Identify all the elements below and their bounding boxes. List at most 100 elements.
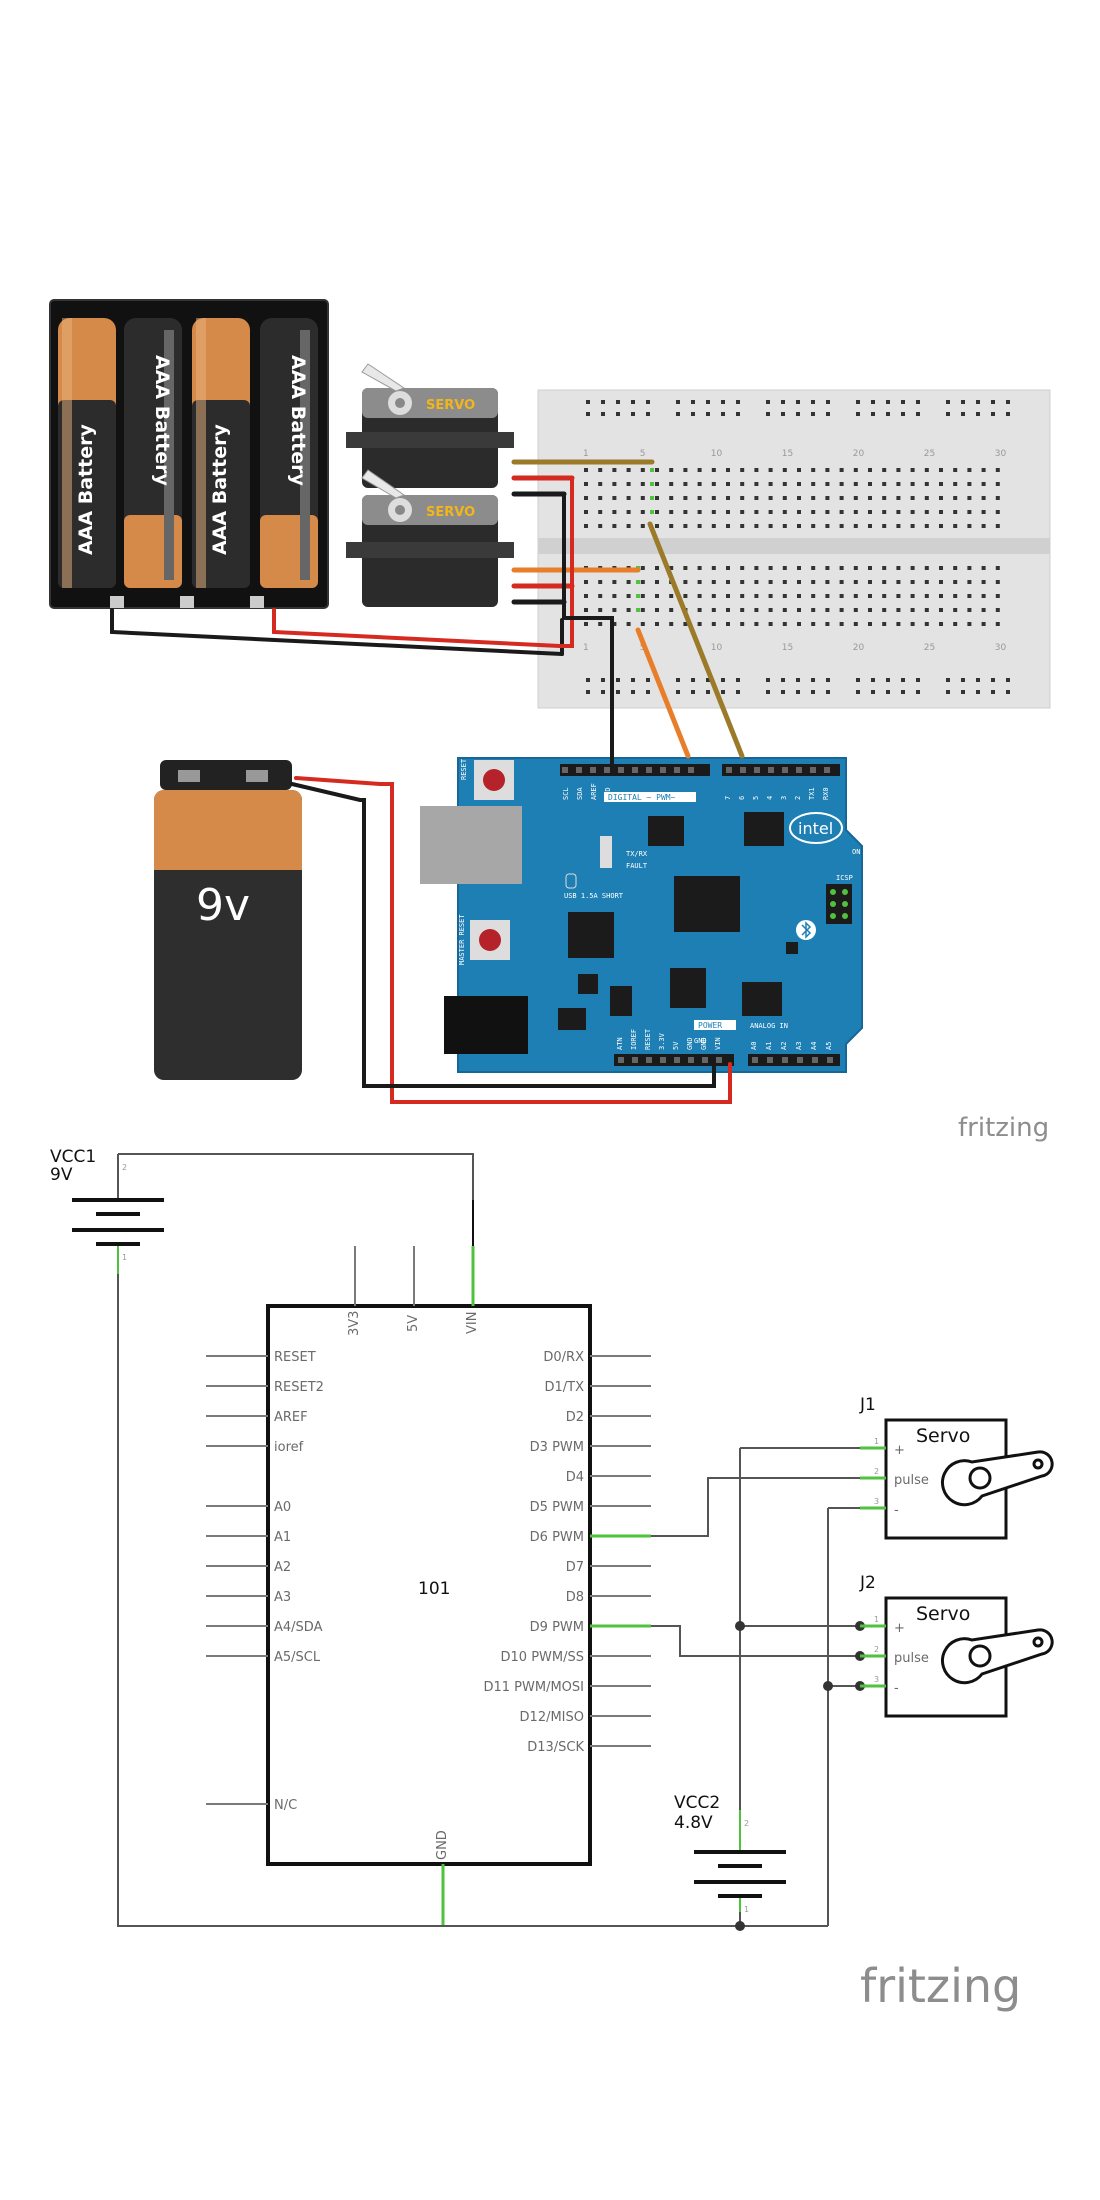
servo-2: SERVO — [346, 469, 514, 607]
power-pin-label: ATN — [616, 1037, 624, 1050]
aaa-cell-4: AAA Battery — [260, 318, 318, 588]
digital-header-label: DIGITAL ~ PWM~ — [608, 793, 676, 802]
power-pin-label: 3.3V — [658, 1032, 666, 1050]
usb-connector — [420, 806, 522, 884]
j2-pin-pulse: pulse — [894, 1651, 929, 1666]
pin-vin: VIN — [465, 1312, 480, 1334]
arduino-board: RESET MASTER RESET SCLSDAAREFGND13121110… — [420, 757, 863, 1073]
reset-button — [483, 769, 505, 791]
right-pin-label: D12/MISO — [520, 1710, 584, 1725]
power-pin-label: RESET — [644, 1028, 652, 1050]
right-pin-label: D13/SCK — [527, 1740, 584, 1755]
vcc1-value: 9V — [50, 1165, 73, 1185]
power-pin-label: VIN — [714, 1037, 722, 1050]
vcc2-name: VCC2 — [674, 1793, 720, 1813]
aaa-cell-label-2: AAA Battery — [151, 355, 173, 486]
wire-aaa-black — [110, 608, 564, 656]
usb-label: USB 1.5A SHORT — [564, 892, 624, 900]
j1-name: J1 — [859, 1395, 876, 1415]
right-pin-label: D1/TX — [544, 1380, 584, 1395]
aaa-cell-label-3: AAA Battery — [209, 424, 231, 555]
net-d6-j1-pulse — [651, 1477, 860, 1537]
header-pin-label: 6 — [738, 796, 746, 800]
net-d9-j2-pulse — [651, 1625, 860, 1657]
left-pin-label: AREF — [274, 1410, 308, 1425]
wire-pin6 — [647, 521, 745, 759]
power-pin-label: GND — [686, 1037, 694, 1050]
header-pin-label: SDA — [576, 787, 584, 800]
header-pin-label: 4 — [766, 796, 774, 800]
power-pin-label: IOREF — [630, 1029, 638, 1050]
breadboard-holes — [562, 400, 1010, 694]
bb-col-number: 20 — [853, 449, 865, 459]
vcc1-pin-top: 2 — [122, 1163, 127, 1172]
j2-pin-num-2: 2 — [874, 1645, 879, 1654]
left-pin-label: N/C — [274, 1798, 297, 1813]
analog-pin-label: A2 — [780, 1042, 788, 1050]
header-pin-label: RX0 — [822, 787, 830, 800]
net-gnd — [117, 1274, 828, 1927]
schematic-watermark: fritzing — [860, 1959, 1021, 2013]
j2-pin-minus: - — [894, 1681, 899, 1696]
j1-pin-minus: - — [894, 1503, 899, 1518]
header-pin-label: 5 — [752, 796, 760, 800]
aaa-cell-1: AAA Battery — [58, 318, 116, 588]
aaa-cell-2: AAA Battery — [124, 318, 182, 588]
j2-pin-plus: + — [894, 1621, 905, 1636]
bb-col-number: 25 — [924, 449, 935, 459]
aaa-cell-label-4: AAA Battery — [287, 355, 309, 486]
analog-pin-label: A5 — [825, 1042, 833, 1050]
j1-pin-plus: + — [894, 1443, 905, 1458]
left-pin-label: A5/SCL — [274, 1650, 321, 1665]
left-pin-label: A4/SDA — [274, 1620, 323, 1635]
vcc2-pin-top: 2 — [744, 1819, 749, 1828]
j1-pin-num-2: 2 — [874, 1467, 879, 1476]
aaa-battery-pack: AAA Battery AAA Battery AAA Battery AAA … — [49, 299, 329, 609]
bb-col-number: 15 — [782, 449, 793, 459]
txrx-label: TX/RX — [626, 850, 648, 858]
right-pin-label: D9 PWM — [530, 1620, 584, 1635]
wire-aaa-red — [272, 608, 562, 648]
left-pin-label: RESET2 — [274, 1380, 324, 1395]
vcc2-value: 4.8V — [674, 1813, 713, 1833]
right-pin-label: D10 PWM/SS — [501, 1650, 584, 1665]
analog-pin-label: A0 — [750, 1042, 758, 1050]
bb-col-number: 1 — [583, 449, 589, 459]
j1-servo-horn-icon — [940, 1450, 1054, 1507]
right-pin-label: D6 PWM — [530, 1530, 584, 1545]
analog-header — [748, 1054, 840, 1066]
wire-9v-red — [294, 776, 732, 1104]
digital-header-right — [722, 764, 840, 776]
schematic-wires — [117, 1153, 860, 1927]
right-pin-label: D2 — [566, 1410, 584, 1425]
servo-1: SERVO — [346, 363, 514, 488]
vcc2-pin-bottom: 1 — [744, 1905, 749, 1914]
board-101-name: 101 — [418, 1579, 450, 1599]
analog-pin-label: A3 — [795, 1042, 803, 1050]
battery-9v: 9v — [154, 760, 302, 1080]
header-pin-label: AREF — [590, 783, 598, 800]
battery-9v-label: 9v — [196, 880, 250, 931]
bb-col-number: 25 — [924, 643, 935, 653]
header-pin-label: 3 — [780, 796, 788, 800]
left-pin-label: A0 — [274, 1500, 291, 1515]
icsp-label: ICSP — [836, 874, 853, 882]
pin-3v3: 3V3 — [347, 1311, 362, 1336]
servo-2-label: SERVO — [426, 505, 475, 520]
breadboard-watermark: fritzing — [958, 1113, 1049, 1143]
j1-pin-num-3: 3 — [874, 1497, 879, 1506]
aaa-cell-label-1: AAA Battery — [75, 424, 97, 555]
j2-pin-num-3: 3 — [874, 1675, 879, 1684]
gnd-label: GND — [694, 1037, 707, 1045]
vcc1-battery-symbol — [72, 1154, 164, 1274]
power-pin-label: GND — [700, 1037, 708, 1050]
header-pin-label: TX1 — [808, 787, 816, 800]
j2-servo-horn-icon — [940, 1628, 1054, 1685]
right-pin-label: D0/RX — [543, 1350, 584, 1365]
wire-pin9 — [635, 627, 691, 759]
left-pin-label: A2 — [274, 1560, 291, 1575]
breadboard-wires — [110, 459, 745, 1104]
servo-1-label: SERVO — [426, 398, 475, 413]
